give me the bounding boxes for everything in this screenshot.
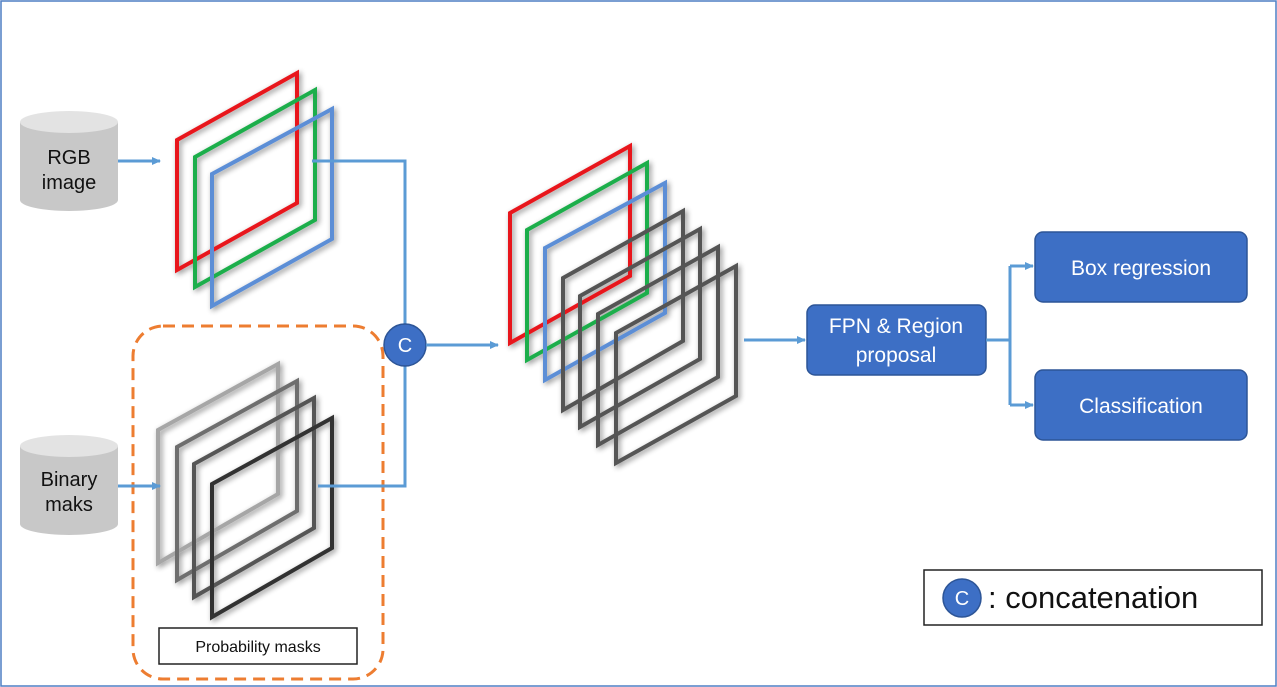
stack-red-frame <box>508 142 632 347</box>
connector-masks-to-concat <box>318 366 407 488</box>
stack-mask-frame-3 <box>596 243 720 449</box>
probability-masks-region <box>131 324 385 681</box>
concatenated-stack <box>508 142 738 467</box>
binary-label-line1: Binary <box>41 469 98 491</box>
fpn-label-line1: FPN & Region <box>829 315 963 338</box>
binary-mask-cylinder: Binary maks <box>20 435 118 535</box>
mask-frame-3 <box>192 394 316 601</box>
blue-channel-frame <box>210 105 334 310</box>
mask-frame-1 <box>156 360 280 567</box>
rgb-label-line2: image <box>42 172 96 194</box>
rgb-channel-stack <box>175 69 334 310</box>
legend-text: : concatenation <box>988 580 1198 615</box>
box-regression-label: Box regression <box>1071 257 1211 280</box>
legend: C : concatenation <box>923 569 1263 626</box>
stack-mask-frame-2 <box>578 225 702 431</box>
mask-frame-4 <box>210 414 334 621</box>
probability-mask-stack <box>156 360 334 621</box>
concat-node-label: C <box>398 335 412 357</box>
probability-masks-label: Probability masks <box>195 639 320 656</box>
rgb-label-line1: RGB <box>47 147 90 169</box>
stack-mask-frame-1 <box>561 207 685 414</box>
stack-blue-frame <box>543 179 667 384</box>
rgb-image-cylinder: RGB image <box>20 111 118 211</box>
binary-label-line2: maks <box>45 494 93 516</box>
stack-green-frame <box>525 159 649 364</box>
fpn-label-line2: proposal <box>856 344 937 367</box>
stack-mask-frame-4 <box>614 262 738 467</box>
legend-symbol: C <box>955 588 969 610</box>
classification-label: Classification <box>1079 395 1203 418</box>
green-channel-frame <box>193 86 317 291</box>
probability-masks-label-box <box>158 627 358 665</box>
mask-frame-2 <box>175 377 299 584</box>
box-regression-box: Box regression <box>1034 231 1248 303</box>
classification-box: Classification <box>1034 369 1248 441</box>
concat-node: C <box>383 323 427 367</box>
connector-rgb-to-concat <box>312 159 407 325</box>
fpn-region-proposal-box: FPN & Region proposal <box>806 304 987 376</box>
red-channel-frame <box>175 69 299 274</box>
